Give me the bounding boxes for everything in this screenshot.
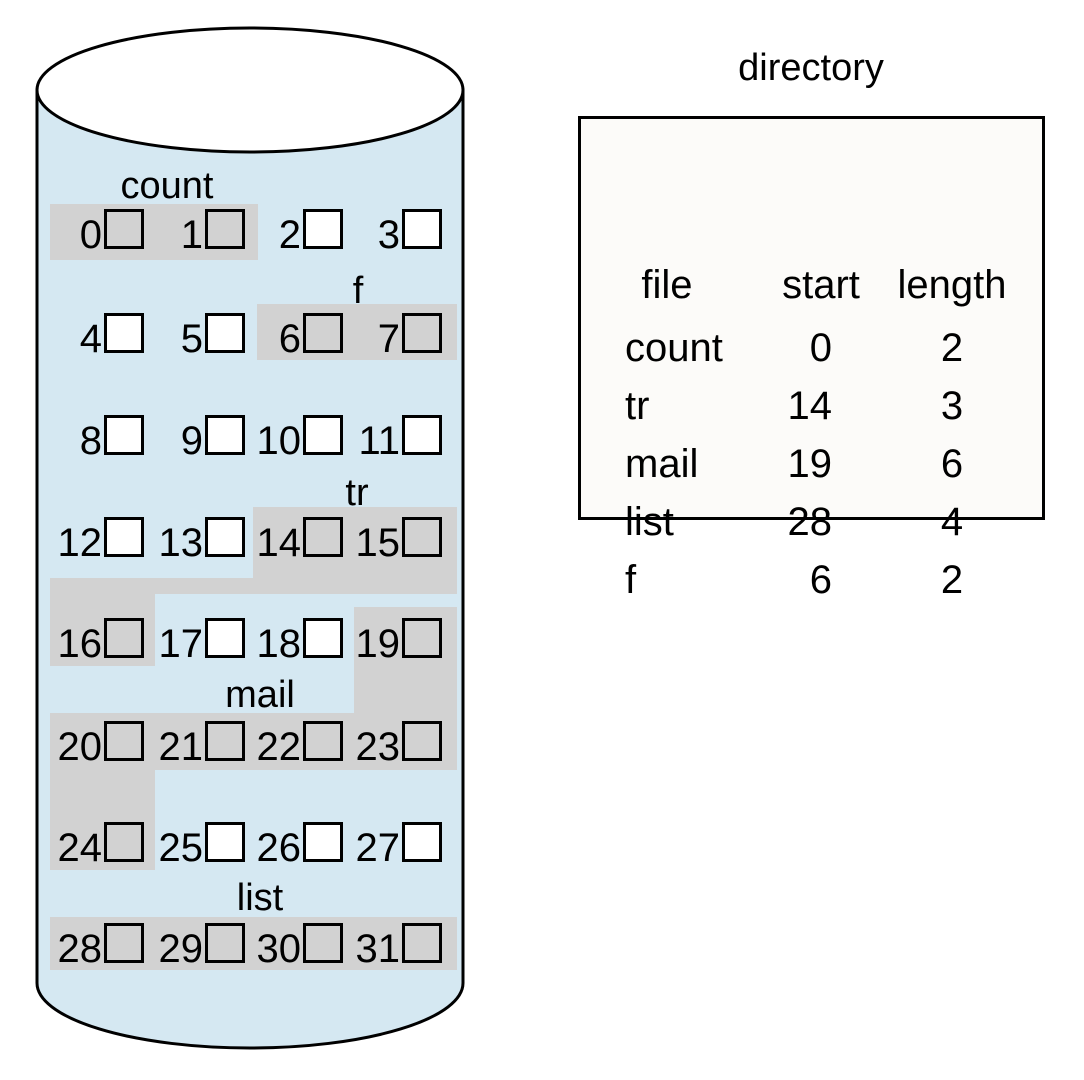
disk-block-18-square [303, 618, 343, 658]
disk-block-4-square [104, 313, 144, 353]
disk-block-19-square [402, 618, 442, 658]
disk-block-8-number: 8 [79, 419, 102, 463]
disk-block-26-square [303, 822, 343, 862]
disk-block-10-square [303, 415, 343, 455]
disk-block-20-square [104, 721, 144, 761]
directory-header-file: file [641, 263, 693, 307]
disk-block-1-number: 1 [180, 213, 203, 257]
directory-cell-length-count: 2 [940, 326, 964, 370]
disk-block-0-number: 0 [79, 213, 102, 257]
disk-block-7-number: 7 [377, 317, 400, 361]
disk-block-22-number: 22 [256, 725, 302, 769]
directory-cell-length-list: 4 [940, 500, 964, 544]
disk-block-24-number: 24 [57, 826, 103, 870]
file-label-tr: tr [345, 472, 369, 514]
disk-block-2-square [303, 209, 343, 249]
disk-block-29-square [205, 923, 245, 963]
disk-block-3-number: 3 [377, 213, 400, 257]
directory-header-start: start [782, 263, 860, 307]
allocation-region-tr-1 [50, 578, 457, 594]
disk-block-6-square [303, 313, 343, 353]
disk-block-21-number: 21 [158, 725, 204, 769]
disk-block-9-square [205, 415, 245, 455]
disk-block-25-square [205, 822, 245, 862]
disk-block-9-number: 9 [180, 419, 203, 463]
disk-block-12-number: 12 [57, 521, 103, 565]
cylinder-top-ellipse [35, 26, 465, 154]
directory-cell-length-tr: 3 [940, 384, 964, 428]
directory-cell-file-mail: mail [625, 442, 699, 486]
directory-cell-file-f: f [625, 558, 637, 602]
disk-block-7-square [402, 313, 442, 353]
disk-block-0-square [104, 209, 144, 249]
disk-block-16-number: 16 [57, 622, 103, 666]
disk-block-15-number: 15 [355, 521, 401, 565]
disk-block-14-square [303, 517, 343, 557]
disk-block-17-number: 17 [158, 622, 204, 666]
disk-block-23-number: 23 [355, 725, 401, 769]
disk-block-24-square [104, 822, 144, 862]
disk-block-8-square [104, 415, 144, 455]
disk-block-28-number: 28 [57, 927, 103, 971]
disk-block-21-square [205, 721, 245, 761]
disk-block-28-square [104, 923, 144, 963]
file-label-count: count [120, 165, 214, 207]
disk-block-27-number: 27 [355, 826, 401, 870]
disk-block-13-square [205, 517, 245, 557]
disk-block-5-number: 5 [180, 317, 203, 361]
disk-block-25-number: 25 [158, 826, 204, 870]
directory-cell-start-f: 6 [809, 558, 832, 602]
disk-block-12-square [104, 517, 144, 557]
file-label-f: f [352, 270, 364, 312]
disk-block-22-square [303, 721, 343, 761]
disk-block-17-square [205, 618, 245, 658]
file-label-mail: mail [225, 674, 295, 716]
directory-cell-start-count: 0 [809, 326, 832, 370]
directory-cell-start-list: 28 [787, 500, 833, 544]
disk-block-26-number: 26 [256, 826, 302, 870]
disk-block-31-number: 31 [355, 927, 401, 971]
directory-cell-file-tr: tr [625, 384, 650, 428]
disk-block-16-square [104, 618, 144, 658]
disk-block-18-number: 18 [256, 622, 302, 666]
file-label-list: list [236, 877, 284, 919]
directory-cell-file-list: list [625, 500, 674, 544]
disk-block-30-number: 30 [256, 927, 302, 971]
disk-block-2-number: 2 [278, 213, 301, 257]
disk-block-31-square [402, 923, 442, 963]
disk-block-4-number: 4 [79, 317, 102, 361]
disk-block-10-number: 10 [256, 419, 302, 463]
disk-block-23-square [402, 721, 442, 761]
disk-block-15-square [402, 517, 442, 557]
directory-table: file start length count 0 2 tr 14 3 mail 19 6 lis… [578, 116, 1045, 602]
disk-block-14-number: 14 [256, 521, 302, 565]
disk-block-3-square [402, 209, 442, 249]
disk-block-5-square [205, 313, 245, 353]
disk-block-1-square [205, 209, 245, 249]
disk-block-11-square [402, 415, 442, 455]
disk-block-20-number: 20 [57, 725, 103, 769]
directory-cell-start-mail: 19 [787, 442, 833, 486]
disk-block-27-square [402, 822, 442, 862]
directory-cell-length-f: 2 [940, 558, 964, 602]
directory-cell-file-count: count [625, 326, 723, 370]
disk-block-13-number: 13 [158, 521, 204, 565]
directory-cell-start-tr: 14 [787, 384, 833, 428]
directory-title: directory [738, 47, 884, 89]
disk-block-29-number: 29 [158, 927, 204, 971]
directory-header-length: length [897, 263, 1007, 307]
disk-block-11-number: 11 [358, 419, 400, 463]
directory-cell-length-mail: 6 [940, 442, 964, 486]
disk-block-19-number: 19 [355, 622, 401, 666]
disk-block-6-number: 6 [278, 317, 301, 361]
disk-block-30-square [303, 923, 343, 963]
